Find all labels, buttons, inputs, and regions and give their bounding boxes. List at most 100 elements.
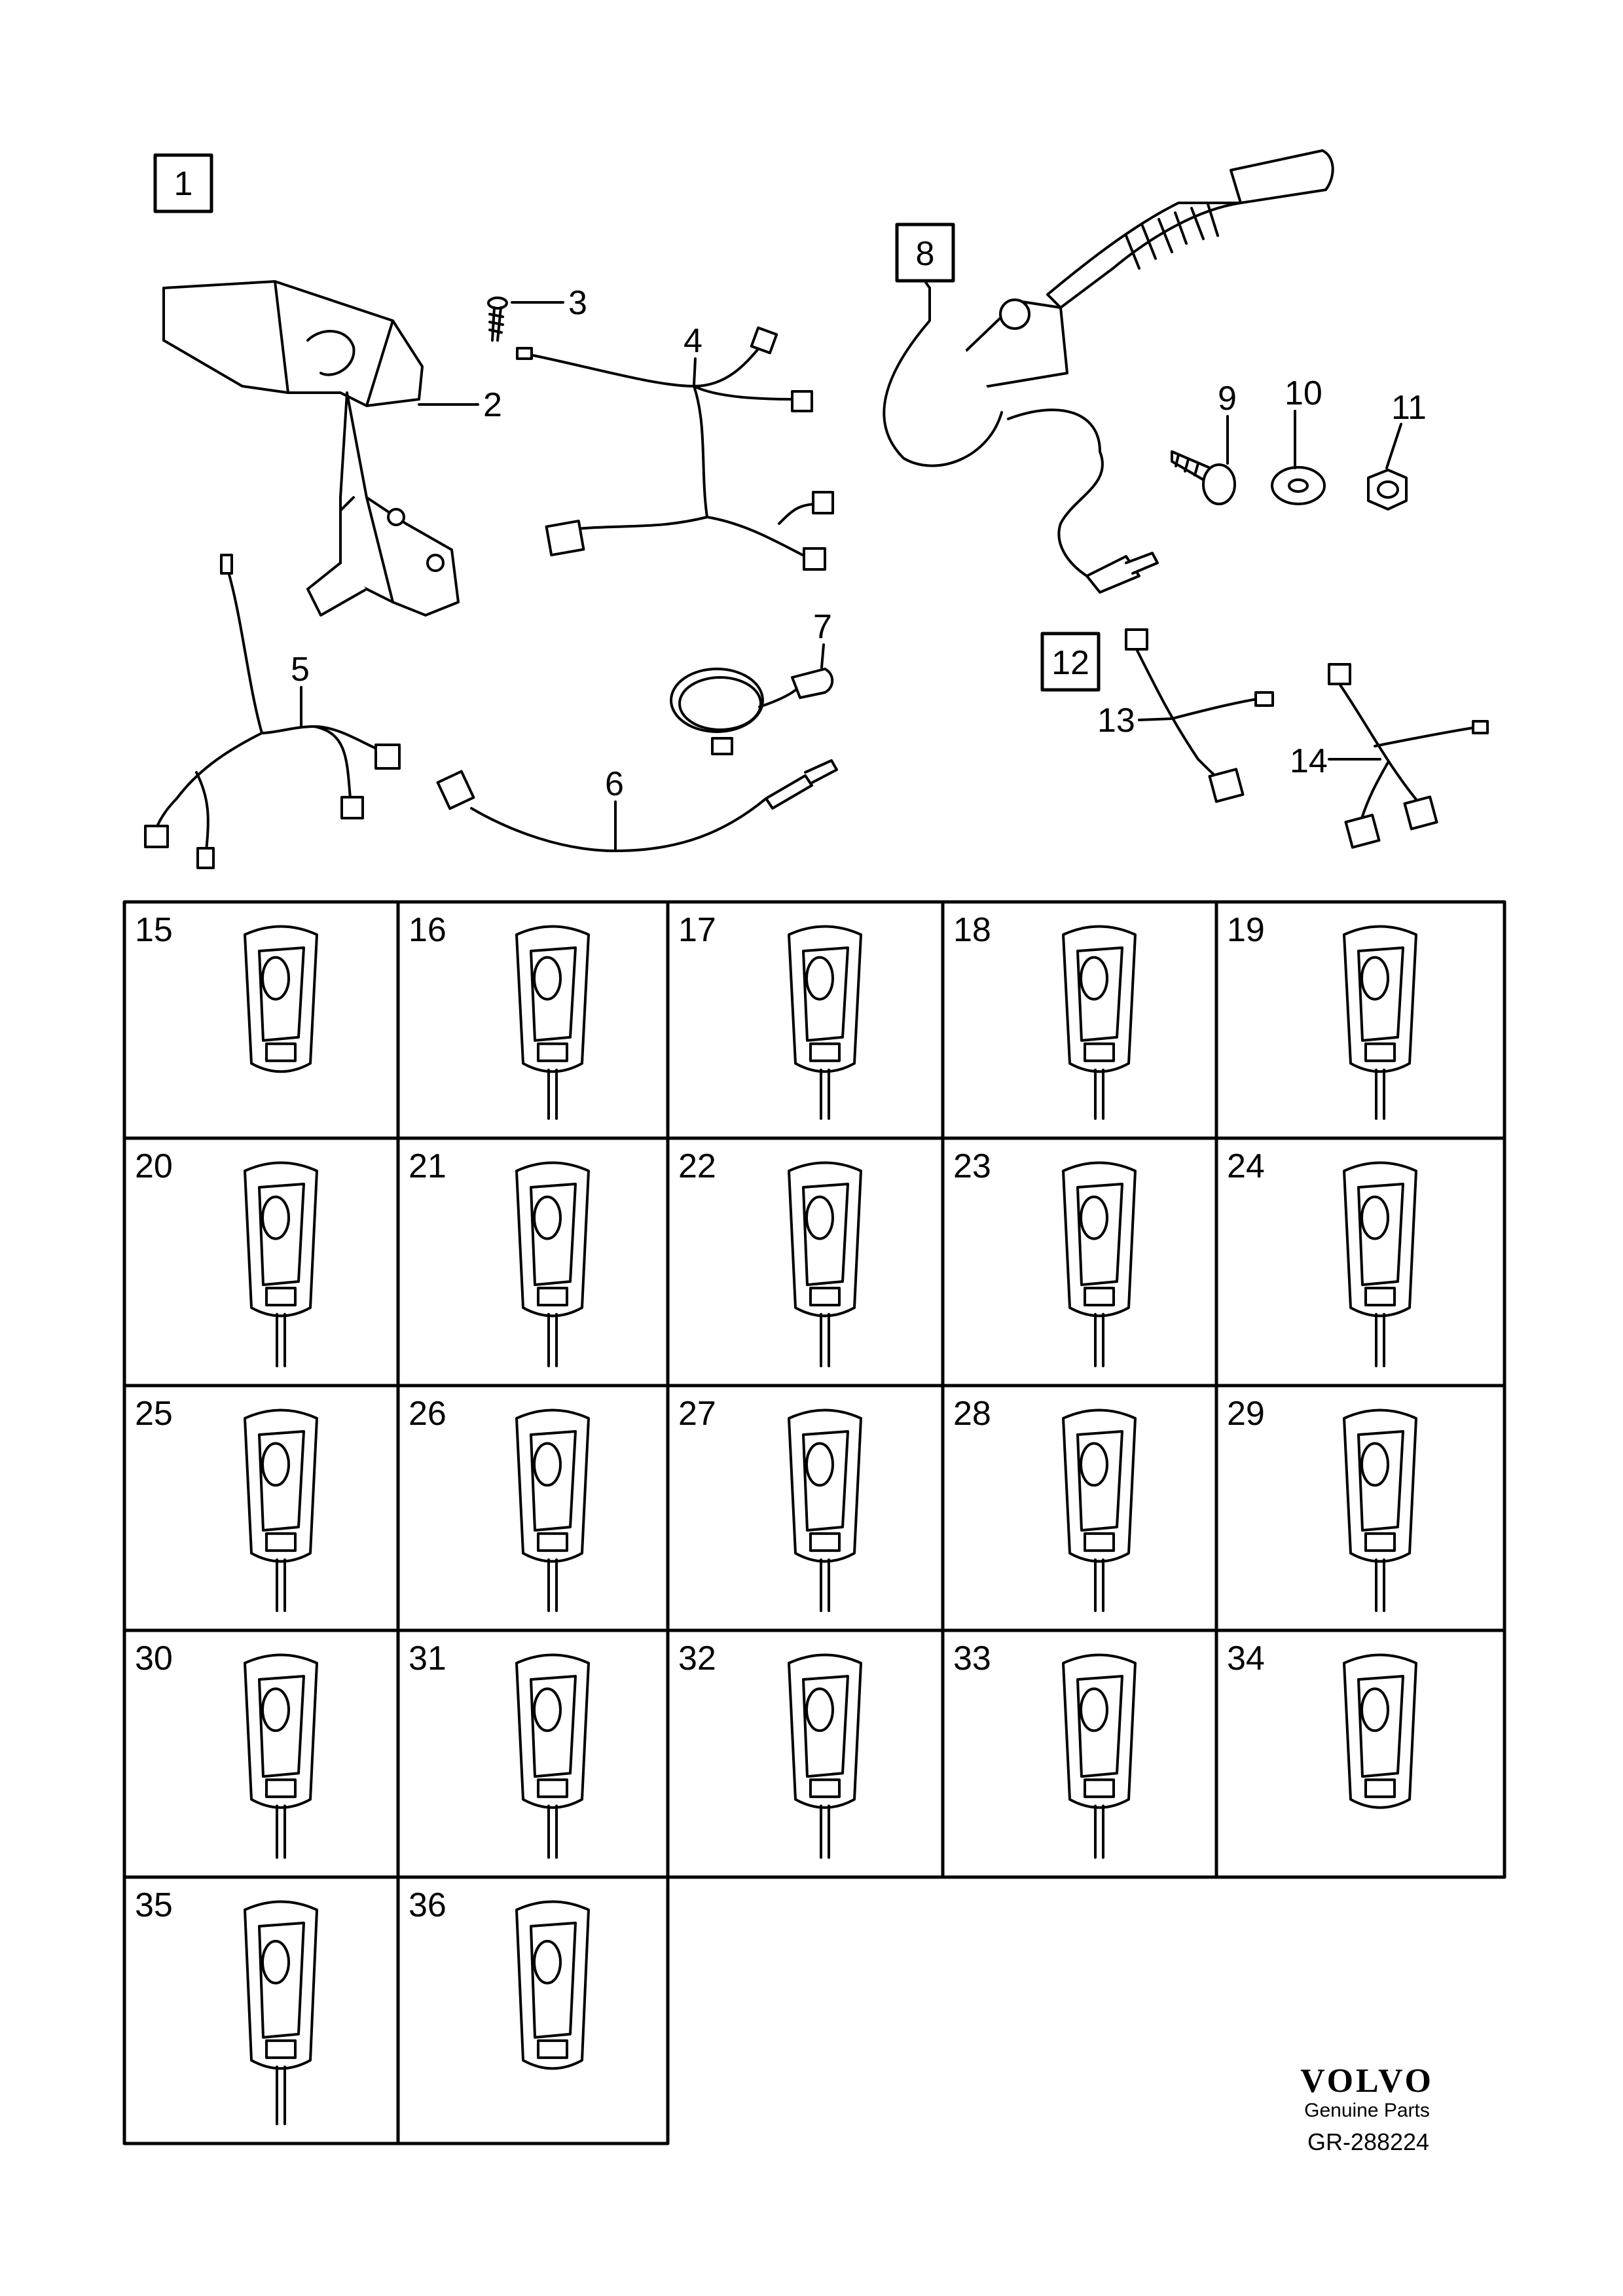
leader-13 [1138, 717, 1173, 721]
part-9-screw [1171, 450, 1236, 505]
holder-label: 18 [953, 911, 991, 949]
phone-holder-drawing [515, 1900, 590, 2070]
part-2-bracket [162, 280, 460, 617]
phone-holder-drawing [1343, 1653, 1417, 1809]
callout-13: 13 [1097, 702, 1135, 740]
phone-holder-drawing [515, 1161, 590, 1367]
leader-4 [693, 357, 697, 386]
holder-cell-19: 19 [1227, 911, 1417, 1120]
phone-holder-drawing [1062, 925, 1137, 1120]
holder-cell-31: 31 [409, 1640, 590, 1859]
phone-holder-drawing [1062, 1653, 1137, 1859]
holder-label: 20 [135, 1147, 173, 1185]
holder-cell-36: 36 [409, 1886, 590, 2070]
callout-2: 2 [483, 386, 502, 424]
phone-holder-drawing [515, 925, 590, 1120]
holder-label: 36 [409, 1886, 447, 1924]
holder-cell-29: 29 [1227, 1395, 1417, 1612]
phone-holder-drawing [515, 1408, 590, 1612]
callout-7: 7 [813, 608, 832, 646]
holder-label: 21 [409, 1147, 447, 1185]
svg-text:1: 1 [174, 165, 193, 203]
holder-cell-17: 17 [678, 911, 862, 1120]
holder-label: 33 [953, 1640, 991, 1677]
part-6-cable [436, 759, 838, 852]
holder-cell-30: 30 [135, 1640, 318, 1859]
holder-cell-35: 35 [135, 1886, 318, 2125]
holder-cell-34: 34 [1227, 1640, 1417, 1809]
holder-label: 27 [678, 1395, 716, 1433]
part-10-washer [1271, 466, 1326, 505]
callout-10: 10 [1285, 374, 1322, 412]
genuine-parts-text: Genuine Parts [1304, 2100, 1430, 2121]
holder-cell-26: 26 [409, 1395, 590, 1612]
phone-holder-drawing [515, 1653, 590, 1859]
phone-holder-drawing [1343, 1161, 1417, 1367]
part-7-coil [670, 668, 834, 755]
callout-box-12: 12 [1040, 632, 1101, 692]
svg-text:8: 8 [916, 235, 935, 273]
holder-label: 15 [135, 911, 173, 949]
holder-cell-23: 23 [953, 1147, 1137, 1367]
part-11-nut [1367, 469, 1408, 511]
holder-label: 34 [1227, 1640, 1265, 1677]
holder-cell-18: 18 [953, 911, 1137, 1120]
leader-11 [1385, 423, 1402, 469]
phone-holder-drawing [1062, 1161, 1137, 1367]
phone-holder-drawing [788, 1161, 862, 1367]
holder-cell-25: 25 [135, 1395, 318, 1612]
part-3-screw [487, 296, 508, 342]
svg-text:12: 12 [1051, 644, 1089, 682]
part-14-adapter [1328, 663, 1489, 849]
callout-9: 9 [1218, 380, 1237, 418]
diagram-reference: GR-288224 [1307, 2128, 1430, 2155]
holder-label: 26 [409, 1395, 447, 1433]
holder-label: 35 [135, 1886, 173, 1924]
callout-4: 4 [684, 322, 702, 360]
phone-holder-drawing [1343, 925, 1417, 1120]
holder-label: 24 [1227, 1147, 1265, 1185]
holder-label: 28 [953, 1395, 991, 1433]
holder-cell-22: 22 [678, 1147, 862, 1367]
holder-label: 31 [409, 1640, 447, 1677]
volvo-logo: VOLVO [1300, 2062, 1434, 2100]
callout-3: 3 [568, 284, 587, 322]
callout-5: 5 [291, 651, 310, 689]
holder-label: 25 [135, 1395, 173, 1433]
holder-cell-21: 21 [409, 1147, 590, 1367]
callout-box-1: 1 [153, 153, 213, 213]
holder-label: 23 [953, 1147, 991, 1185]
holder-cell-15: 15 [135, 911, 318, 1073]
holder-label: 17 [678, 911, 716, 949]
part-5-harness [144, 554, 401, 869]
phone-holder-drawing [788, 1408, 862, 1612]
callout-11: 11 [1391, 389, 1427, 427]
callout-6: 6 [605, 765, 624, 803]
phone-holder-drawing [244, 1900, 318, 2125]
holder-label: 32 [678, 1640, 716, 1677]
holder-cell-16: 16 [409, 911, 590, 1120]
phone-holder-drawing [244, 925, 318, 1073]
holder-cell-27: 27 [678, 1395, 862, 1612]
holder-cell-28: 28 [953, 1395, 1137, 1612]
leader-8 [924, 280, 931, 289]
holder-grid [122, 900, 1506, 2145]
holder-label: 30 [135, 1640, 173, 1677]
leader-7 [820, 643, 825, 669]
holder-cell-24: 24 [1227, 1147, 1417, 1367]
holder-cell-32: 32 [678, 1640, 862, 1859]
part-13-adapter [1125, 628, 1274, 803]
phone-holder-drawing [244, 1161, 318, 1367]
part-4-harness [516, 326, 834, 571]
phone-holder-drawing [788, 925, 862, 1120]
part-8-antenna [883, 149, 1334, 594]
holder-cells: 15 16 17 18 19 20 21 22 23 24 25 26 27 28 29 30 31 32 33 34… [135, 911, 1417, 2125]
callout-box-8: 8 [895, 223, 955, 283]
phone-holder-drawing [1343, 1408, 1417, 1612]
holder-label: 16 [409, 911, 447, 949]
phone-holder-drawing [788, 1653, 862, 1859]
holder-label: 29 [1227, 1395, 1265, 1433]
holder-cell-20: 20 [135, 1147, 318, 1367]
holder-label: 22 [678, 1147, 716, 1185]
